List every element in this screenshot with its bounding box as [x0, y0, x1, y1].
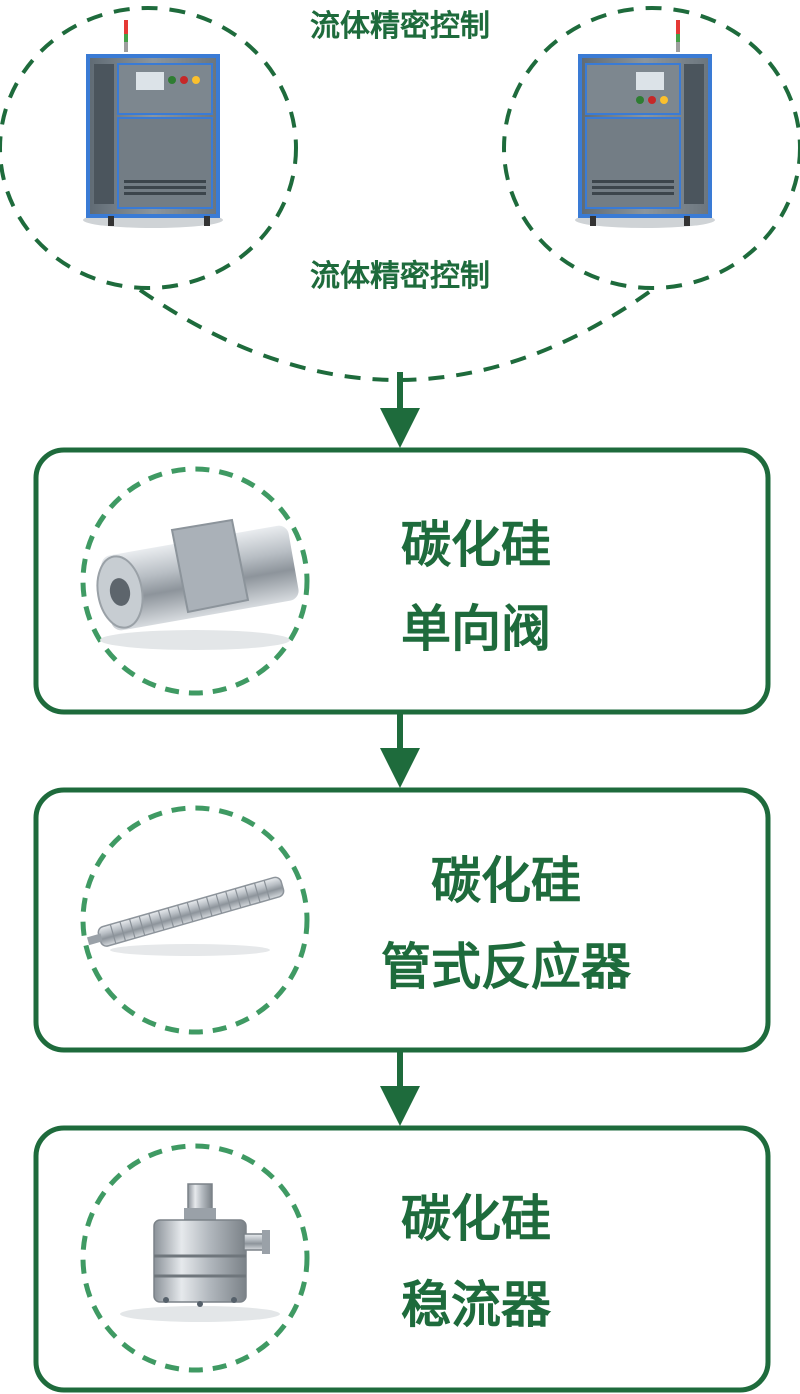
left-machine-dashed-circle: [0, 6, 298, 290]
top-label-upper: 流体精密控制: [310, 9, 490, 44]
step1-line2: 单向阀: [401, 600, 551, 658]
enclosing-dashed-arc: [138, 288, 654, 382]
flow-stabilizer-dashed-circle: [80, 1143, 310, 1373]
check-valve-icon: [96, 518, 299, 650]
step2-line2: 管式反应器: [381, 938, 632, 996]
right-machine-dashed-circle: [502, 6, 800, 290]
tube-reactor-dashed-circle: [80, 805, 310, 1035]
step3-line2: 稳流器: [401, 1276, 552, 1334]
step1-line1: 碳化硅: [401, 516, 551, 574]
check-valve-dashed-circle: [80, 466, 310, 696]
top-label-lower: 流体精密控制: [310, 259, 490, 294]
arrow-2: [380, 714, 420, 788]
arrow-1: [380, 372, 420, 448]
flow-stabilizer-icon: [120, 1183, 280, 1322]
tube-reactor-icon: [87, 876, 285, 956]
step2-line1: 碳化硅: [431, 852, 581, 910]
top-cluster: 流体精密控制 流体精密控制: [0, 6, 800, 382]
arrow-3: [380, 1052, 420, 1126]
step-box-check-valve: 碳化硅 单向阀: [33, 447, 771, 715]
right-machine-image: [575, 20, 715, 228]
step-box-flow-stabilizer: 碳化硅 稳流器: [33, 1125, 771, 1393]
step3-line1: 碳化硅: [401, 1190, 551, 1248]
left-machine-image: [83, 20, 223, 228]
step-box-tube-reactor: 碳化硅 管式反应器: [33, 787, 771, 1053]
